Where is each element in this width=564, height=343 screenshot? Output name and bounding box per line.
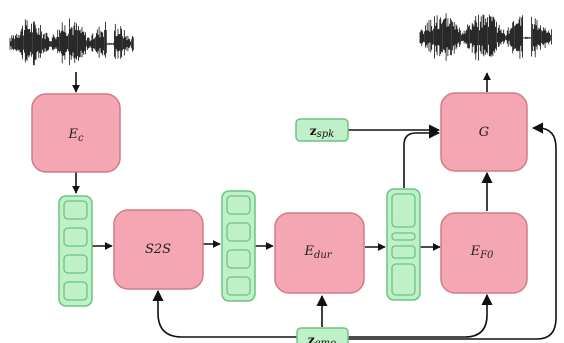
arrow-zemo-to-g xyxy=(348,122,557,340)
waveform-trace xyxy=(419,13,552,61)
feature-stack-1 xyxy=(58,195,93,307)
block-g: G xyxy=(440,92,528,172)
block-ec: Ec xyxy=(31,93,121,173)
feature-stack-3 xyxy=(386,188,421,301)
block-ef0: EF0 xyxy=(440,212,528,294)
block-s2s: S2S xyxy=(113,209,204,290)
latent-zemo: zemo xyxy=(296,327,349,343)
arrow-features-to-g xyxy=(403,127,441,188)
svg-text:EF0: EF0 xyxy=(470,244,494,261)
block-edur: Edur xyxy=(274,212,365,294)
svg-text:G: G xyxy=(479,125,489,140)
arrow-zemo-to-s2s xyxy=(152,289,297,338)
connectors xyxy=(72,72,557,340)
output-waveform-icon xyxy=(419,13,552,61)
svg-text:Edur: Edur xyxy=(303,244,332,261)
input-waveform-icon xyxy=(9,18,134,66)
svg-text:zspk: zspk xyxy=(310,124,334,140)
svg-text:zemo: zemo xyxy=(308,333,336,343)
waveform-trace xyxy=(9,18,134,66)
svg-text:Ec: Ec xyxy=(67,127,84,144)
feature-stack-2 xyxy=(221,190,256,302)
latent-zspk: zspk xyxy=(295,118,349,142)
arrow-zemo-to-ef0 xyxy=(348,293,493,338)
svg-text:S2S: S2S xyxy=(145,242,171,257)
